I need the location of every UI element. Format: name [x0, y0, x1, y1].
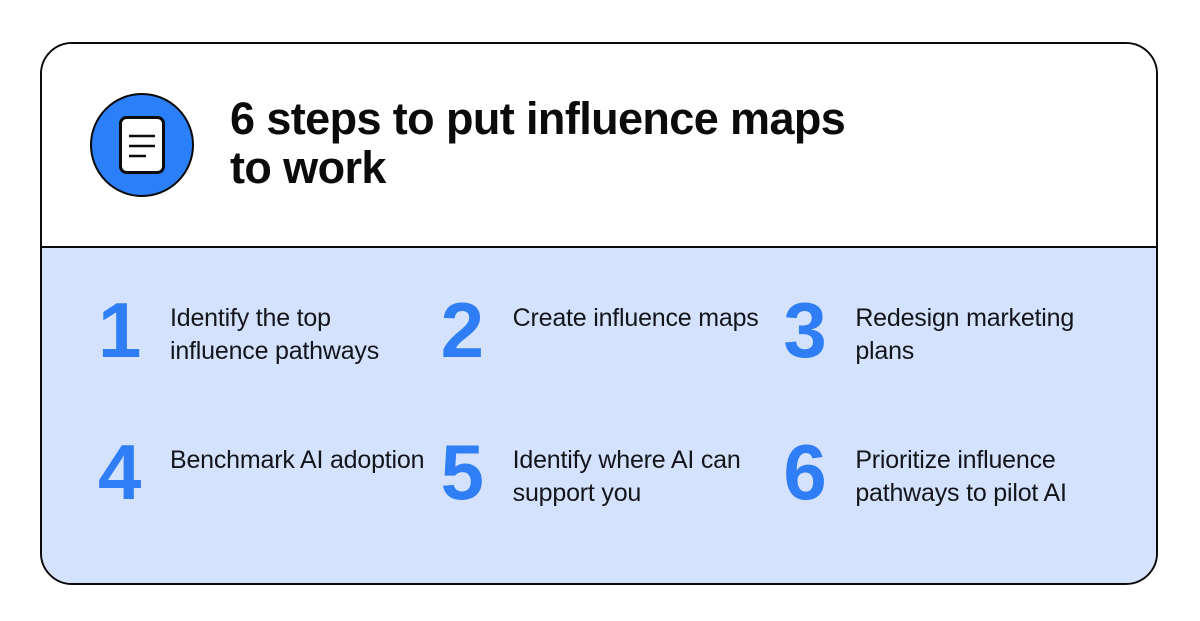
step-item-4: 4 Benchmark AI adoption	[98, 427, 431, 544]
steps-grid: 1 Identify the top influence pathways 2 …	[98, 286, 1116, 544]
step-item-6: 6 Prioritize influence pathways to pilot…	[783, 427, 1116, 544]
step-number: 6	[783, 427, 826, 516]
step-item-5: 5 Identify where AI can support you	[440, 427, 774, 544]
step-label: Identify the top influence pathways	[170, 304, 380, 365]
step-number: 2	[440, 286, 484, 374]
card-body: 1 Identify the top influence pathways 2 …	[42, 248, 1156, 583]
step-number: 5	[440, 427, 484, 516]
step-label: Redesign marketing plans	[855, 304, 1075, 365]
card-header: 6 steps to put influence maps to work	[42, 44, 1156, 248]
page-title: 6 steps to put influence maps to work	[230, 92, 846, 193]
step-label: Identify where AI can support you	[512, 445, 741, 507]
step-label: Prioritize influence pathways to pilot A…	[855, 445, 1067, 507]
step-number: 4	[98, 427, 141, 516]
step-label: Benchmark AI adoption	[170, 445, 425, 474]
step-item-1: 1 Identify the top influence pathways	[98, 286, 431, 402]
step-item-3: 3 Redesign marketing plans	[783, 286, 1116, 402]
step-number: 1	[98, 286, 141, 374]
steps-infographic-card: 6 steps to put influence maps to work 1 …	[40, 42, 1158, 585]
step-number: 3	[783, 286, 826, 374]
document-lines-icon	[90, 93, 194, 197]
step-label: Create influence maps	[512, 304, 759, 332]
step-item-2: 2 Create influence maps	[440, 286, 774, 402]
